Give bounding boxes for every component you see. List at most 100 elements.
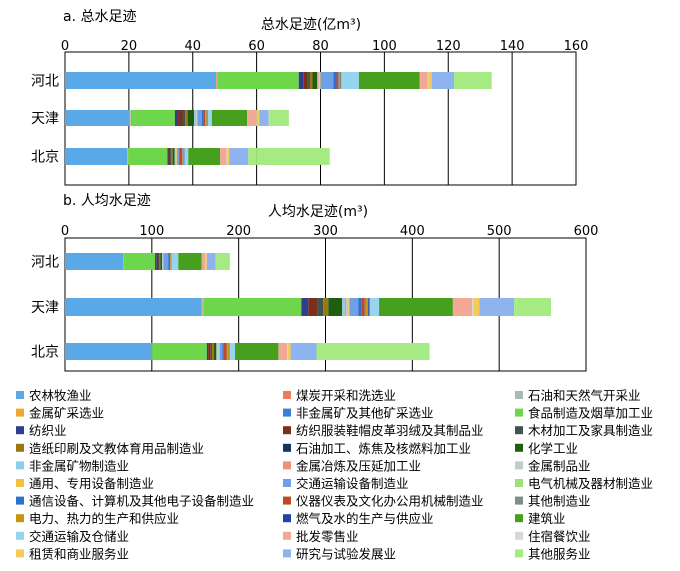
- bar-segment-2-9: [323, 298, 329, 316]
- bar-segment-1-27: [453, 72, 455, 89]
- bar-segment-3-8: [210, 343, 213, 360]
- bar-segment-2-27: [268, 110, 270, 126]
- bar-segment-2-21: [369, 298, 380, 316]
- bar-segment-1-26: [206, 253, 216, 270]
- legend-swatch: [283, 391, 291, 399]
- x-tick-label: 500: [487, 224, 512, 239]
- y-category-label: 北京: [31, 345, 59, 361]
- bar-segment-1-28: [215, 253, 230, 270]
- bar-segment-2-18: [364, 298, 367, 316]
- bar-segment-3-15: [177, 148, 180, 165]
- x-tick-label: 120: [436, 39, 461, 54]
- bar-segment-1-17: [169, 253, 171, 270]
- bar-segment-2-10: [187, 110, 195, 126]
- x-tick-label: 160: [564, 39, 589, 54]
- legend-swatch: [515, 549, 523, 558]
- legend-swatch: [515, 531, 523, 540]
- legend-label: 交通运输设备制造业: [296, 476, 409, 491]
- bar-segment-2-3: [202, 298, 203, 316]
- legend-label: 木材加工及家具制造业: [528, 423, 653, 438]
- x-tick-label: 140: [500, 39, 525, 54]
- legend-swatch: [515, 496, 523, 505]
- bar-segment-2-14: [348, 298, 350, 316]
- bar-segment-3-1: [65, 343, 151, 360]
- x-tick-label: 0: [61, 39, 69, 54]
- y-category-label: 河北: [31, 74, 59, 90]
- bar-segment-2-26: [259, 110, 269, 126]
- legend-swatch: [283, 496, 291, 505]
- bar-segment-3-14: [218, 343, 220, 360]
- legend-label: 化学工业: [528, 441, 578, 456]
- bar-segment-1-7: [156, 253, 159, 270]
- bar-segment-2-5: [203, 298, 302, 316]
- bar-segment-1-10: [160, 253, 162, 270]
- bar-segment-2-24: [255, 110, 257, 126]
- bar-segment-2-19: [366, 298, 369, 316]
- bar-segment-3-24: [287, 343, 288, 360]
- bar-segment-2-12: [344, 298, 347, 316]
- bar-segment-3-8: [170, 148, 172, 165]
- bar-segment-1-12: [318, 72, 319, 89]
- legend-swatch: [515, 408, 523, 417]
- bar-segment-2-20: [206, 110, 208, 126]
- bar-segment-2-2: [201, 298, 203, 316]
- legend-swatch: [515, 479, 523, 487]
- bar-segment-2-8: [317, 298, 324, 316]
- legend-swatch: [283, 408, 291, 417]
- legend-swatch: [16, 479, 24, 487]
- y-category-label: 北京: [31, 150, 59, 166]
- bar-segment-1-23: [419, 72, 428, 89]
- bar-segment-1-26: [431, 72, 454, 89]
- bar-segment-2-26: [479, 298, 515, 316]
- panel-label: a. 总水足迹: [63, 9, 136, 25]
- bar-segment-1-6: [298, 72, 304, 89]
- bar-segment-3-1: [65, 148, 128, 165]
- y-category-label: 天津: [31, 111, 59, 127]
- bar-segment-3-6: [206, 343, 209, 360]
- chart-title: 人均水足迹(m³): [268, 204, 368, 220]
- legend-label: 电气机械及器材制造业: [528, 476, 653, 491]
- bar-segment-1-28: [454, 72, 492, 89]
- bar-segment-3-23: [220, 148, 227, 165]
- legend-swatch: [515, 443, 523, 452]
- chart-title: 总水足迹(亿m³): [261, 17, 361, 33]
- bar-segment-1-2: [216, 72, 217, 89]
- bar-segment-3-5: [128, 148, 168, 165]
- bar-segment-1-5: [123, 253, 156, 270]
- bar-segment-3-19: [227, 343, 230, 360]
- legend-swatch: [283, 479, 291, 487]
- bar-segment-2-11: [342, 298, 345, 316]
- bar-segment-1-21: [341, 72, 359, 89]
- bar-segment-2-14: [196, 110, 198, 126]
- bar-segment-3-9: [171, 148, 173, 165]
- bar-segment-1-11: [317, 72, 319, 89]
- legend-label: 煤炭开采和洗选业: [296, 388, 396, 403]
- bar-segment-2-1: [65, 298, 202, 316]
- legend-label: 建筑业: [528, 511, 566, 526]
- legend-label: 批发零售业: [296, 529, 359, 544]
- bar-segment-2-25: [256, 110, 260, 126]
- bar-segment-1-9: [309, 72, 313, 89]
- bar-segment-1-5: [217, 72, 299, 89]
- legend-swatch: [283, 443, 291, 452]
- bar-segment-1-1: [65, 72, 217, 89]
- bar-segment-1-8: [307, 72, 310, 89]
- legend-swatch: [283, 514, 291, 523]
- bar-segment-2-16: [202, 110, 204, 126]
- bar-segment-1-20: [340, 72, 342, 89]
- bar-segment-2-12: [195, 110, 196, 126]
- bar-segment-2-9: [185, 110, 188, 126]
- bar-segment-2-17: [361, 298, 365, 316]
- bar-segment-2-15: [349, 298, 359, 316]
- bar-segment-2-11: [194, 110, 196, 126]
- legend-label: 其他服务业: [528, 546, 591, 561]
- x-tick-label: 60: [248, 39, 265, 54]
- legend-swatch: [283, 426, 291, 435]
- bar-segment-1-8: [158, 253, 160, 270]
- bar-segment-1-10: [312, 72, 318, 89]
- bar-segment-2-16: [358, 298, 362, 316]
- bar-segment-3-21: [184, 148, 189, 165]
- bar-segment-3-26: [290, 343, 317, 360]
- x-tick-label: 80: [312, 39, 329, 54]
- bar-segment-3-17: [223, 343, 227, 360]
